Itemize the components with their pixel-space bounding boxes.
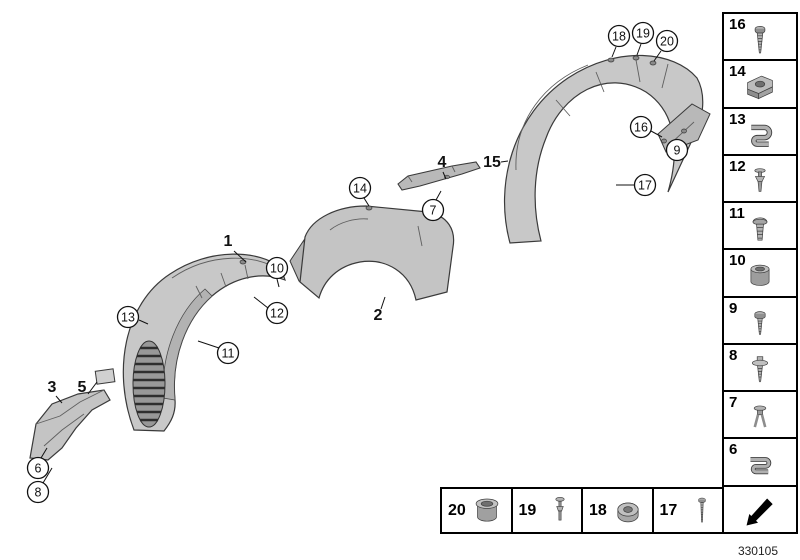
legend-item-number: 18	[589, 501, 607, 519]
vent-grille	[132, 340, 166, 428]
leader-lines	[40, 43, 681, 484]
grommet-icon	[475, 498, 498, 522]
long-screw-icon	[698, 497, 706, 523]
legend-item-9[interactable]: 9	[724, 298, 796, 345]
svg-text:20: 20	[660, 35, 674, 49]
legend-item-20[interactable]: 20	[442, 489, 513, 532]
part-5-pad[interactable]	[94, 368, 116, 385]
legend-item-number: 12	[729, 157, 746, 175]
legend-item-number: 17	[659, 501, 678, 519]
legend-item-number: 10	[729, 252, 746, 270]
callout-17[interactable]: 17	[633, 173, 657, 197]
fastener-legend-row: 20 19 18 17	[440, 487, 722, 534]
diagram-part-number: 330105	[737, 544, 778, 558]
part-label-4[interactable]: 4	[438, 154, 447, 171]
expansion-rivet-icon	[754, 168, 766, 193]
callout-19[interactable]: 19	[631, 21, 655, 45]
part-label-5[interactable]: 5	[78, 379, 87, 396]
legend-item-number: 9	[729, 299, 738, 317]
spacer-bush-icon	[750, 264, 770, 286]
callout-12[interactable]: 12	[265, 301, 289, 325]
svg-text:9: 9	[674, 144, 681, 158]
svg-text:18: 18	[612, 30, 626, 44]
part-3-cover-bracket[interactable]	[29, 389, 111, 461]
legend-item-8[interactable]: 8	[724, 345, 796, 393]
legend-item-14[interactable]: 14	[724, 61, 796, 109]
spring-clip-icon	[751, 124, 773, 148]
legend-item-11[interactable]: 11	[724, 203, 796, 251]
legend-item-7[interactable]: 7	[724, 392, 796, 440]
legend-item-number: 6	[729, 441, 738, 459]
svg-text:8: 8	[35, 486, 42, 500]
callout-20[interactable]: 20	[655, 29, 679, 53]
legend-item-number: 8	[729, 346, 738, 364]
legend-item-6[interactable]: 6	[724, 439, 796, 487]
legend-item-number: 14	[729, 63, 746, 81]
callout-16[interactable]: 16	[629, 115, 653, 139]
part-label-15[interactable]: 15	[483, 154, 501, 171]
legend-item-10[interactable]: 10	[724, 250, 796, 298]
callout-11[interactable]: 11	[216, 341, 240, 365]
inner-flap	[657, 103, 711, 153]
cage-nut-icon	[747, 75, 773, 100]
callout-7[interactable]: 7	[421, 198, 445, 222]
callout-10[interactable]: 10	[265, 256, 289, 280]
callout-14[interactable]: 14	[348, 176, 372, 200]
expanding-rivet-icon	[753, 405, 767, 428]
rivet-icon	[555, 496, 565, 520]
svg-text:6: 6	[35, 462, 42, 476]
fastener-legend-column: 16 14 13 12	[722, 12, 798, 534]
legend-item-number: 13	[729, 110, 746, 128]
legend-item-number: 7	[729, 394, 738, 412]
svg-text:12: 12	[270, 307, 284, 321]
svg-text:14: 14	[353, 182, 367, 196]
svg-text:16: 16	[634, 121, 648, 135]
svg-text:10: 10	[270, 262, 284, 276]
plastic-nut-icon	[752, 217, 768, 241]
legend-item-18[interactable]: 18	[583, 489, 654, 532]
part-15-rear-wheelarch-cover[interactable]	[504, 54, 711, 244]
callout-9[interactable]: 9	[665, 138, 689, 162]
svg-text:19: 19	[636, 27, 650, 41]
svg-text:13: 13	[121, 311, 135, 325]
legend-item-number: 20	[448, 501, 466, 519]
part-2-cover-rear-section[interactable]	[289, 205, 455, 301]
legend-item-17[interactable]: 17	[654, 489, 723, 532]
tapping-screw-icon	[754, 25, 766, 54]
legend-item-number: 11	[729, 205, 745, 223]
direction-arrow-icon	[746, 498, 773, 526]
screw-washer-icon	[751, 356, 769, 383]
legend-direction-arrow[interactable]	[724, 487, 796, 532]
clamp-icon	[750, 457, 772, 475]
part-4-trim-strip[interactable]	[397, 161, 481, 191]
legend-item-number: 19	[518, 501, 537, 519]
callout-6[interactable]: 6	[26, 456, 50, 480]
part-1-front-wheelarch-cover[interactable]	[122, 253, 286, 432]
legend-item-16[interactable]: 16	[724, 14, 796, 62]
svg-text:17: 17	[638, 179, 652, 193]
legend-item-number: 16	[729, 16, 746, 33]
callout-8[interactable]: 8	[26, 480, 50, 504]
part-label-3[interactable]: 3	[48, 379, 57, 396]
legend-item-13[interactable]: 13	[724, 109, 796, 156]
svg-text:11: 11	[222, 347, 235, 361]
part-label-2[interactable]: 2	[374, 307, 383, 324]
callout-13[interactable]: 13	[116, 305, 140, 329]
legend-item-12[interactable]: 12	[724, 156, 796, 204]
legend-item-19[interactable]: 19	[513, 489, 583, 532]
part-label-1[interactable]: 1	[224, 233, 233, 250]
screw-icon	[754, 311, 766, 336]
grommet-nut-icon	[616, 502, 639, 522]
svg-text:7: 7	[430, 204, 437, 218]
callout-18[interactable]: 18	[607, 24, 631, 48]
